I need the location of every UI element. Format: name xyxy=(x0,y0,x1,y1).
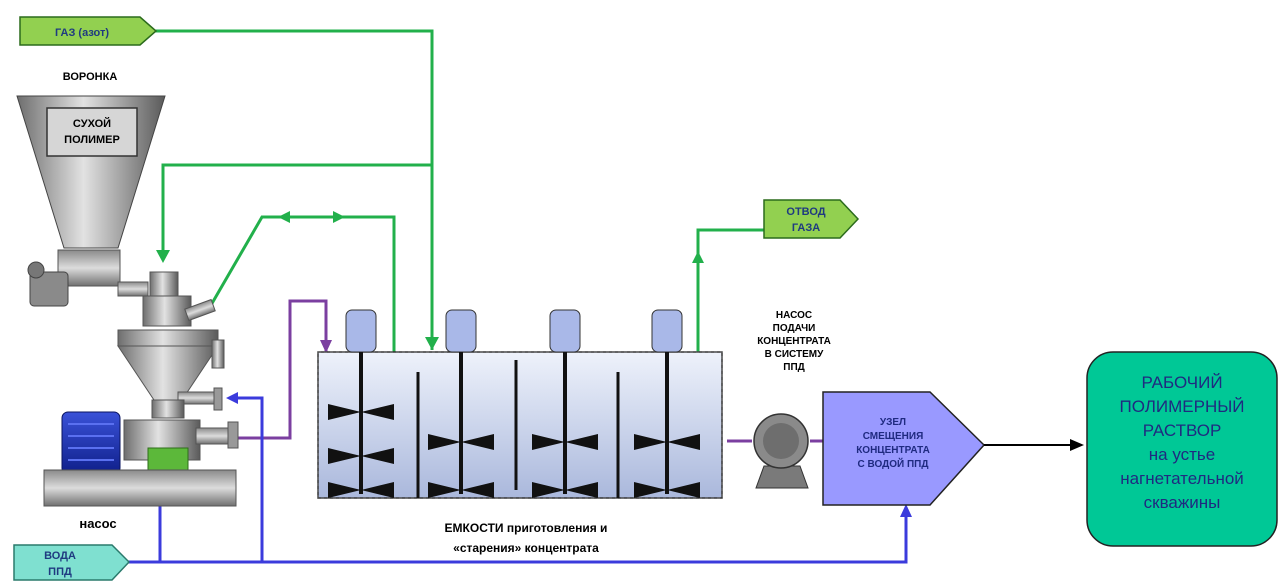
feed-pump-label-5: ППД xyxy=(783,362,805,373)
concentrate-arrow xyxy=(320,340,332,353)
pump-motor-icon xyxy=(61,411,121,475)
dry-polymer-box xyxy=(46,107,138,157)
result-label-6: скважины xyxy=(1144,493,1221,512)
gas-arrow-left xyxy=(278,211,290,223)
gas-inlet-tag: ГАЗ (азот) xyxy=(19,16,158,46)
concentrate-lines xyxy=(238,299,823,443)
mixer-motor-2-icon xyxy=(445,309,477,353)
mixing-node-label-3: КОНЦЕНТРАТА xyxy=(856,445,930,456)
feed-pump-label-2: ПОДАЧИ xyxy=(773,323,816,334)
dry-polymer-label-2: ПОЛИМЕР xyxy=(64,134,120,146)
gas-arrow-up xyxy=(692,251,704,263)
gas-arrows xyxy=(156,211,704,350)
water-label-1: ВОДА xyxy=(44,550,76,562)
gas-arrow-right xyxy=(333,211,345,223)
pump-label: насос xyxy=(79,516,116,531)
mixer-motor-3-icon xyxy=(549,309,581,353)
mixing-node-label-2: СМЕЩЕНИЯ xyxy=(863,431,924,442)
preparation-tanks xyxy=(317,309,723,499)
gas-outlet-label-2: ГАЗА xyxy=(792,222,820,234)
gas-outlet-label-1: ОТВОД xyxy=(786,206,825,218)
output-arrow-icon xyxy=(1070,439,1084,451)
feed-pump-label-3: КОНЦЕНТРАТА xyxy=(757,336,831,347)
mixing-node-label-4: С ВОДОЙ ППД xyxy=(858,457,929,470)
dry-polymer-label-1: СУХОЙ xyxy=(73,117,111,130)
result-label-4: на устье xyxy=(1149,445,1215,464)
feed-pump-icon xyxy=(753,413,809,489)
tanks-caption-1: ЕМКОСТИ приготовления и xyxy=(445,521,608,535)
hopper-title: ВОРОНКА xyxy=(63,71,118,83)
hopper: СУХОЙ ПОЛИМЕР xyxy=(16,95,166,249)
gas-return-line xyxy=(205,215,396,352)
mixing-node: УЗЕЛ СМЕЩЕНИЯ КОНЦЕНТРАТА С ВОДОЙ ППД xyxy=(822,391,986,506)
water-tag: ВОДА ППД xyxy=(13,544,131,581)
feeder-motor-icon xyxy=(29,271,69,307)
result-label-3: РАСТВОР xyxy=(1143,421,1222,440)
gas-main-line xyxy=(155,29,434,350)
feed-pump-label-4: В СИСТЕМУ xyxy=(765,349,824,360)
gas-outlet-tag: ОТВОД ГАЗА xyxy=(763,199,860,239)
gas-lines xyxy=(155,29,764,352)
feed-pump-label: НАСОС ПОДАЧИ КОНЦЕНТРАТА В СИСТЕМУ ППД xyxy=(757,310,831,373)
mixer-motor-1-icon xyxy=(345,309,377,353)
gas-to-pump-line xyxy=(161,163,432,258)
dispersing-pump-unit xyxy=(27,249,239,507)
gas-outlet-line xyxy=(696,228,764,352)
pump-base xyxy=(43,469,237,507)
water-label-2: ППД xyxy=(48,566,72,578)
impeller-blades xyxy=(328,404,700,498)
gas-arrow-pump xyxy=(156,250,170,263)
result-label-2: ПОЛИМЕРНЫЙ xyxy=(1119,397,1244,416)
gas-arrow-down xyxy=(425,337,439,350)
mixing-node-label-1: УЗЕЛ xyxy=(880,417,906,428)
result-box: РАБОЧИЙ ПОЛИМЕРНЫЙ РАСТВОР на устье нагн… xyxy=(1086,351,1278,547)
gas-inlet-label: ГАЗ (азот) xyxy=(55,27,109,39)
tanks-caption-2: «старения» концентрата xyxy=(453,541,599,555)
feed-pump-label-1: НАСОС xyxy=(776,310,812,321)
result-label-5: нагнетательной xyxy=(1120,469,1244,488)
mixer-motor-4-icon xyxy=(651,309,683,353)
result-label-1: РАБОЧИЙ xyxy=(1141,373,1222,392)
